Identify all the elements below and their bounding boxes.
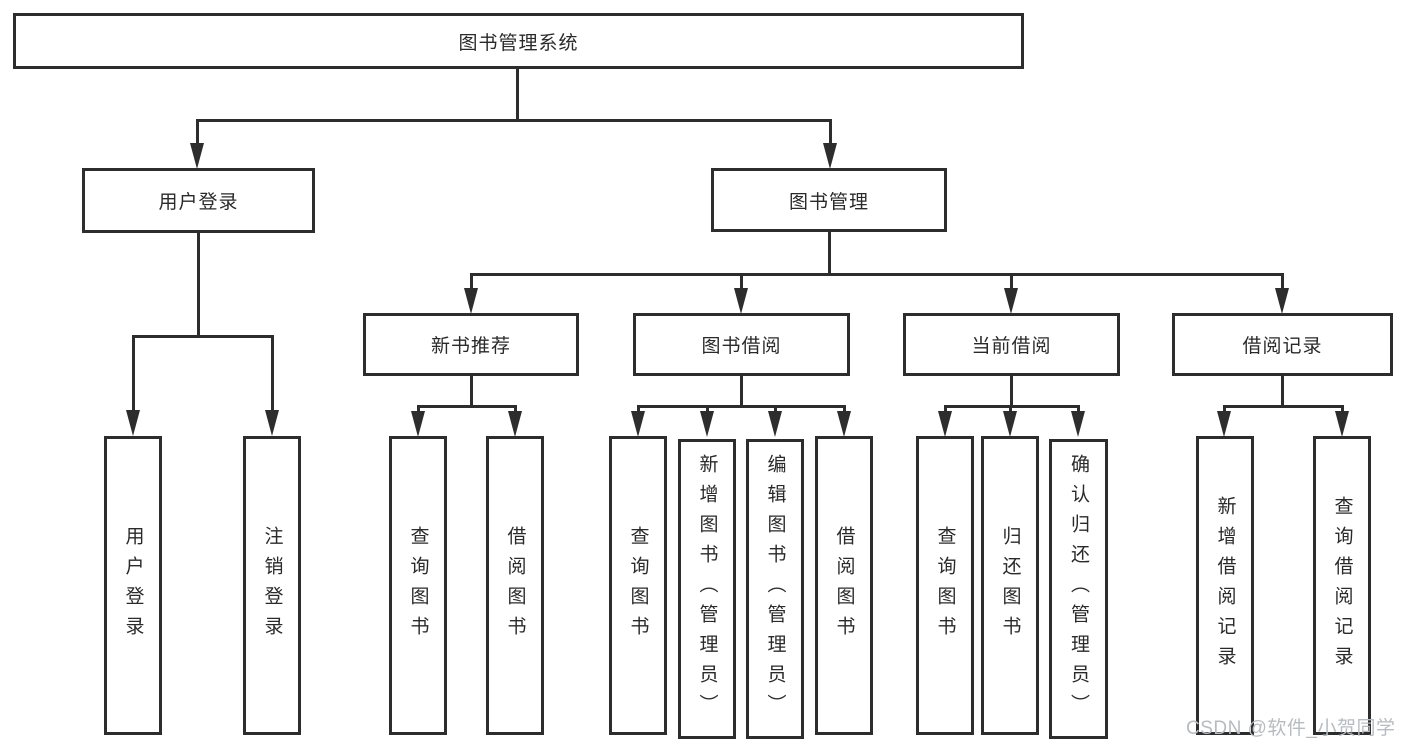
leaf-add-books-admin: 新增图书（管理员） [678,439,736,739]
node-current-borrow: 当前借阅 [903,313,1120,376]
leaf-label: 借阅图书 [833,525,855,646]
node-root-label: 图书管理系统 [458,32,579,54]
connector-hline [417,405,517,408]
arrow-down-icon [464,288,478,314]
node-new-book-recommend: 新书推荐 [363,313,579,376]
leaf-label: 借阅图书 [504,525,526,646]
leaf-query-books-recommend: 查询图书 [389,436,447,735]
node-user-login-label: 用户登录 [158,192,239,213]
arrow-down-icon [190,143,204,169]
connector-vline [514,405,517,415]
csdn-watermark: CSDN @软件_小贺同学 [1186,718,1396,739]
node-borrow-records-label: 借阅记录 [1242,336,1323,357]
connector-vline [417,405,420,415]
connector-vline [516,69,519,121]
node-borrow-records: 借阅记录 [1172,313,1393,376]
connector-vline [740,273,743,291]
node-user-login: 用户登录 [82,168,315,233]
leaf-query-books-borrow: 查询图书 [609,436,667,735]
node-book-borrow: 图书借阅 [633,313,850,376]
leaf-borrow-books: 借阅图书 [815,436,873,735]
connector-vline [1223,405,1226,415]
leaf-add-borrow-record: 新增借阅记录 [1196,436,1254,735]
connector-vline [944,405,947,415]
node-root: 图书管理系统 [13,13,1024,69]
leaf-label: 新增图书（管理员） [696,454,718,724]
node-book-management: 图书管理 [711,168,947,232]
leaf-logout: 注销登录 [243,436,301,735]
leaf-label: 查询图书 [934,525,956,646]
node-current-borrow-label: 当前借阅 [971,336,1052,357]
connector-vline [196,119,199,147]
arrow-down-icon [1217,411,1231,437]
node-book-borrow-label: 图书借阅 [701,336,782,357]
leaf-label: 归还图书 [999,525,1021,646]
connector-vline [132,335,135,413]
connector-hline [470,273,1284,276]
leaf-label: 确认归还（管理员） [1068,454,1089,724]
connector-vline [470,273,473,291]
connector-vline [1077,405,1080,415]
connector-hline [1223,405,1343,408]
connector-vline [197,233,200,337]
arrow-down-icon [1071,411,1085,437]
connector-vline [706,405,709,415]
leaf-label: 查询借阅记录 [1331,495,1353,676]
arrow-down-icon [938,411,952,437]
connector-vline [1341,405,1344,415]
arrow-down-icon [734,288,748,314]
connector-hline [637,405,845,408]
connector-vline [271,335,274,413]
connector-vline [1281,273,1284,291]
leaf-label: 注销登录 [261,525,283,646]
connector-vline [1010,273,1013,291]
connector-vline [740,376,743,408]
arrow-down-icon [411,411,425,437]
leaf-label: 新增借阅记录 [1214,495,1236,676]
leaf-user-login: 用户登录 [104,436,162,735]
leaf-query-books-current: 查询图书 [916,436,974,735]
leaf-label: 用户登录 [122,525,144,646]
arrow-down-icon [126,410,140,436]
arrow-down-icon [700,411,714,437]
arrow-down-icon [1003,411,1017,437]
leaf-confirm-return-admin: 确认归还（管理员） [1049,439,1108,739]
arrow-down-icon [508,411,522,437]
arrow-down-icon [768,411,782,437]
connector-vline [1281,376,1284,408]
connector-vline [829,119,832,147]
leaf-return-books: 归还图书 [981,436,1039,735]
connector-vline [1010,376,1013,408]
connector-vline [828,232,831,275]
arrow-down-icon [837,411,851,437]
connector-hline [196,119,832,122]
leaf-query-borrow-record: 查询借阅记录 [1313,436,1371,735]
connector-vline [637,405,640,415]
leaf-edit-books-admin: 编辑图书（管理员） [746,439,804,739]
arrow-down-icon [1335,411,1349,437]
leaf-label: 查询图书 [627,525,649,646]
connector-vline [1009,405,1012,415]
node-book-management-label: 图书管理 [788,191,869,213]
leaf-label: 查询图书 [407,525,429,646]
arrow-down-icon [631,411,645,437]
leaf-borrow-books-recommend: 借阅图书 [486,436,544,735]
leaf-label: 编辑图书（管理员） [764,454,786,724]
connector-vline [843,405,846,415]
arrow-down-icon [1004,288,1018,314]
connector-hline [132,335,274,338]
node-new-book-recommend-label: 新书推荐 [430,336,511,357]
arrow-down-icon [1275,288,1289,314]
connector-vline [470,376,473,408]
arrow-down-icon [265,410,279,436]
connector-vline [774,405,777,415]
arrow-down-icon [823,143,837,169]
